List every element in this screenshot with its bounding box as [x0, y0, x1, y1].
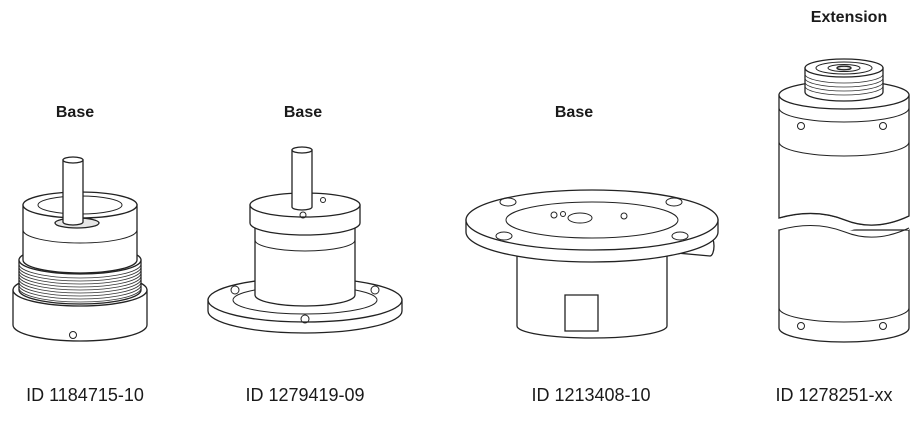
part-3-title: Base: [554, 104, 594, 121]
part-4-id: ID 1278251-xx: [775, 385, 893, 405]
part-1-title: Base: [55, 104, 95, 121]
base-1279419-illustration: [205, 145, 405, 340]
base-1213408-illustration: [462, 178, 724, 343]
base-1184715-illustration: [5, 150, 155, 350]
part-2-id: ID 1279419-09: [245, 385, 365, 405]
part-3-id: ID 1213408-10: [531, 385, 651, 405]
part-2-title: Base: [283, 104, 323, 121]
part-4-title: Extension: [810, 9, 888, 26]
part-1-id: ID 1184715-10: [26, 385, 144, 405]
extension-1278251-illustration: [775, 50, 915, 350]
